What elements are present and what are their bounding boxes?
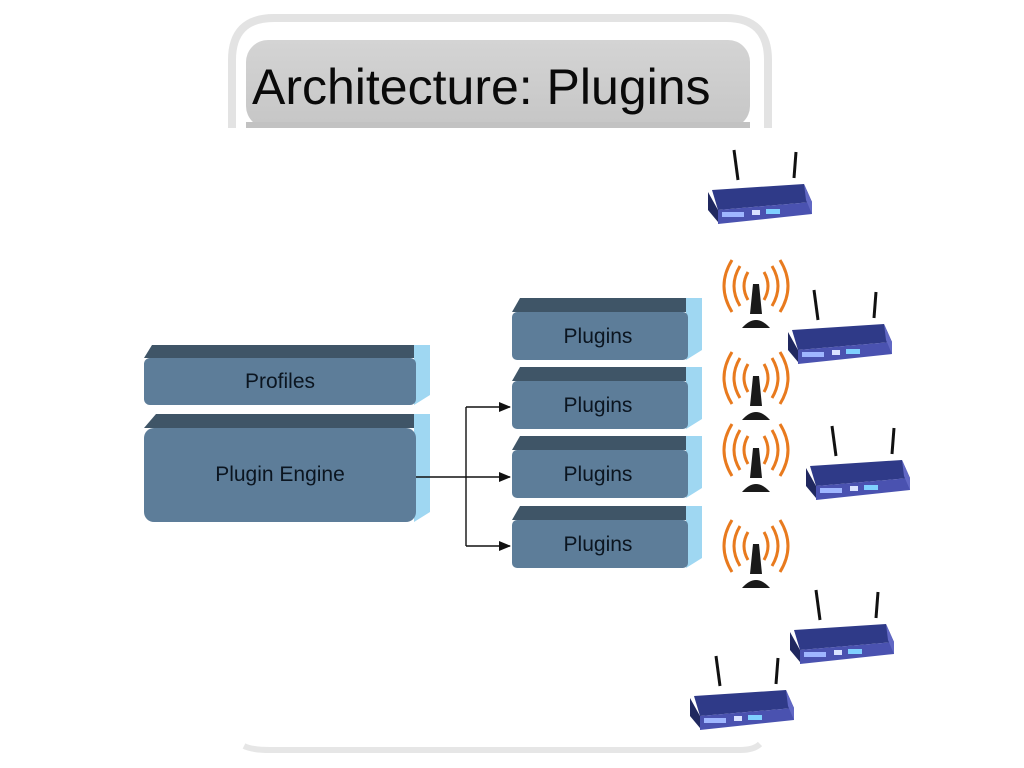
plugins-box-4: [512, 506, 702, 568]
plugins-box-2: [512, 367, 702, 429]
slide-title: Architecture: Plugins: [252, 59, 711, 115]
profiles-box: [144, 345, 430, 405]
wireless-router-icon: [804, 424, 912, 502]
profiles-label: Profiles: [244, 370, 316, 393]
connector-lines: [416, 402, 511, 551]
plugins-box-1: [512, 298, 702, 360]
plugin-engine-box: [144, 414, 430, 522]
plugins-box-3: [512, 436, 702, 498]
wireless-router-icon: [788, 588, 896, 666]
wireless-tower-icon: [722, 518, 790, 590]
wireless-tower-icon: [722, 258, 790, 330]
wireless-tower-icon: [722, 422, 790, 494]
plugins-label-3: Plugins: [563, 463, 633, 486]
wireless-router-icon: [786, 288, 894, 366]
plugins-label-1: Plugins: [563, 325, 633, 348]
wireless-tower-icon: [722, 350, 790, 422]
plugins-label-2: Plugins: [563, 394, 633, 417]
wireless-router-icon: [706, 148, 814, 226]
plugins-label-4: Plugins: [563, 533, 633, 556]
wireless-router-icon: [688, 654, 796, 732]
plugin-engine-label: Plugin Engine: [215, 463, 345, 486]
